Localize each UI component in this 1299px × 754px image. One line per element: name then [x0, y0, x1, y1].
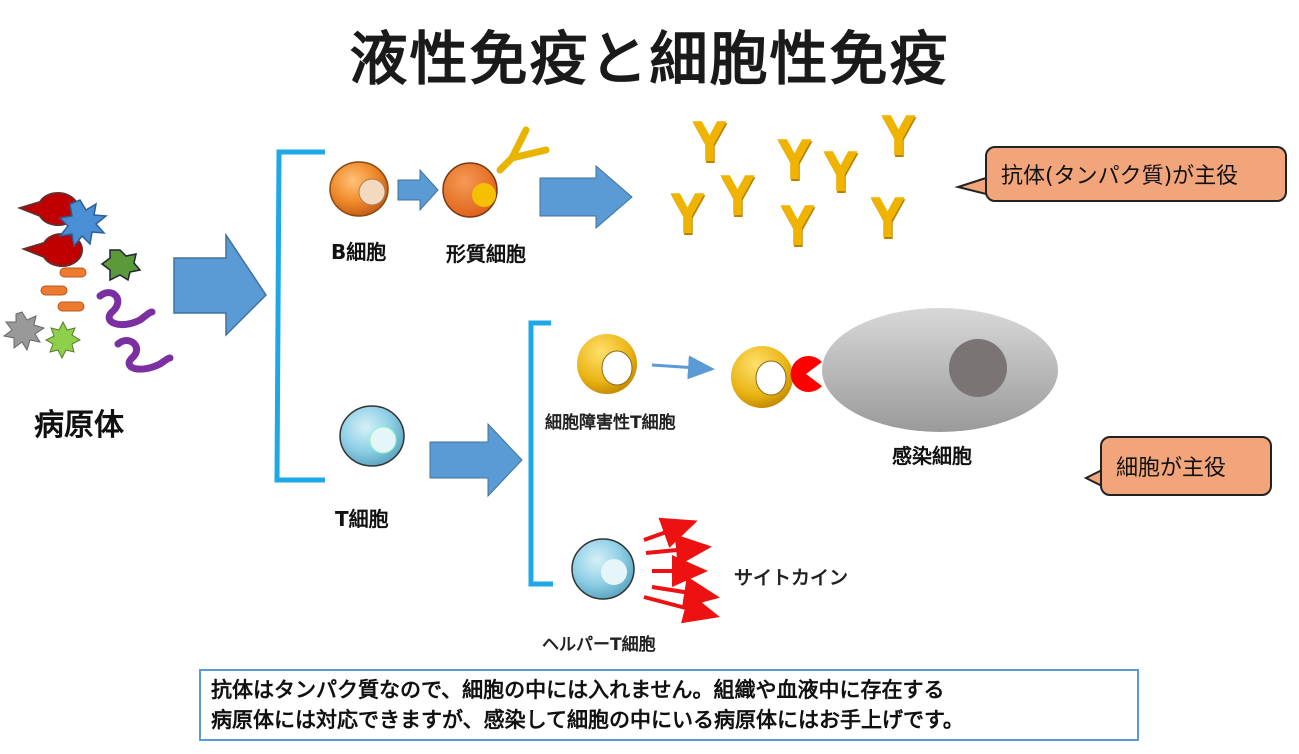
infected-cell-label: 感染細胞 [892, 444, 972, 468]
pacman-pathogen-icon [20, 233, 83, 267]
explanation-note: 抗体はタンパク質なので、細胞の中には入れません。組織や血液中に存在する 病原体に… [199, 669, 1139, 741]
cellular-callout: 細胞が主役 [1100, 436, 1272, 496]
note-line-1: 抗体はタンパク質なので、細胞の中には入れません。組織や血液中に存在する [211, 678, 945, 702]
bacillus-icon [59, 267, 87, 278]
antibody-icon: Y [670, 183, 705, 246]
worm-pathogen-icon [96, 289, 156, 328]
infected-cell-icon [822, 308, 1058, 432]
cytotoxic-t-cell-label: 細胞障害性T細胞 [545, 413, 676, 433]
attack-icon [790, 356, 822, 393]
helper-t-cell-label: ヘルパーT細胞 [542, 635, 656, 655]
antibody-icon: Y [881, 105, 916, 168]
t-branch-bracket [528, 320, 553, 587]
pathogens-label: 病原体 [34, 408, 124, 443]
bacillus-icon [57, 301, 85, 312]
pathogens-cluster [2, 192, 174, 373]
branch-bracket [274, 149, 325, 483]
antibody-icon [496, 126, 550, 174]
page-title: 液性免疫と細胞性免疫 [349, 25, 950, 93]
humoral-callout: 抗体(タンパク質)が主役 [985, 146, 1287, 202]
spiky-virus-icon [58, 199, 108, 248]
worm-pathogen-icon [114, 337, 174, 373]
plasma-cell-label: 形質細胞 [446, 242, 526, 266]
arrow-icon [429, 422, 523, 498]
antibody-icon: Y [780, 195, 815, 258]
arrow-icon [539, 164, 633, 230]
antibody-icon: Y [720, 165, 755, 228]
cytokine-arrows [643, 517, 720, 624]
gray-virus-icon [2, 311, 46, 352]
cytokine-label: サイトカイン [734, 567, 849, 589]
antibody-icon: Y [692, 111, 727, 174]
antibody-icon: Y [777, 129, 812, 192]
nucleus-icon [949, 339, 1007, 397]
b-cell-label: B細胞 [331, 240, 387, 264]
antibody-icon: Y [870, 187, 905, 250]
arrow-icon [397, 168, 439, 212]
antibody-icon: Y [823, 141, 858, 204]
bacillus-icon [40, 285, 68, 296]
big-arrow-icon [173, 232, 267, 337]
note-line-2: 病原体には対応できますが、感染して細胞の中にいる病原体にはお手上げです。 [211, 708, 964, 732]
t-cell-label: T細胞 [335, 507, 389, 531]
green-spore-icon [44, 320, 82, 360]
green-virus-icon [100, 249, 142, 282]
